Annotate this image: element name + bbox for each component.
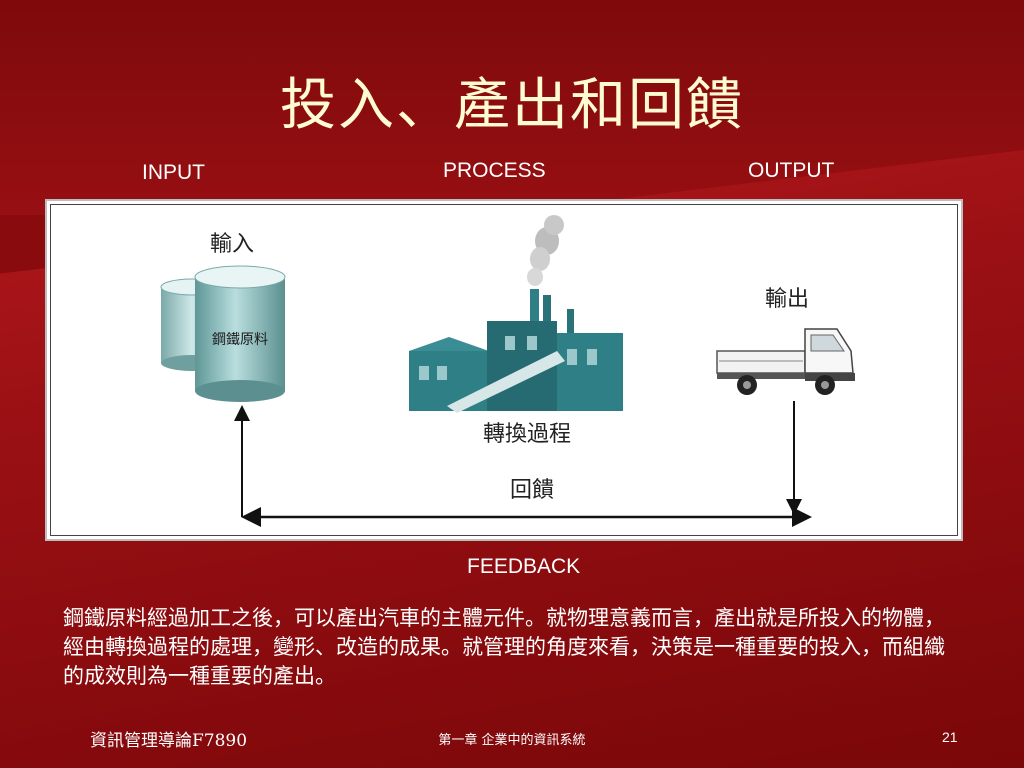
input-caption: 輸入 (210, 232, 254, 257)
steel-tanks-icon: 鋼鐵原料 (160, 265, 286, 402)
feedback-loop (234, 401, 812, 527)
slide-title: 投入、產出和回饋 (280, 73, 744, 138)
diagram-panel: 輸入 鋼鐵原料 (45, 199, 963, 541)
description-text: 鋼鐵原料經過加工之後，可以產出汽車的主體元件。就物理意義而言，產出就是所投入的物… (63, 606, 945, 688)
feedback-caption: 回饋 (510, 478, 554, 503)
tank-text: 鋼鐵原料 (212, 331, 268, 348)
output-caption: 輸出 (765, 287, 809, 312)
truck-icon (716, 328, 855, 395)
io-diagram: 輸入 鋼鐵原料 (160, 215, 855, 527)
footer-chapter: 第一章 企業中的資訊系統 (438, 733, 586, 748)
factory-icon (409, 215, 623, 413)
input-label: INPUT (142, 161, 205, 184)
output-label: OUTPUT (748, 159, 835, 182)
process-caption: 轉換過程 (483, 422, 571, 447)
diagram-border (50, 204, 958, 536)
footer-course: 資訊管理導論F7890 (90, 731, 248, 751)
process-label: PROCESS (443, 159, 546, 182)
page-number: 21 (942, 729, 958, 745)
feedback-label: FEEDBACK (467, 555, 581, 578)
